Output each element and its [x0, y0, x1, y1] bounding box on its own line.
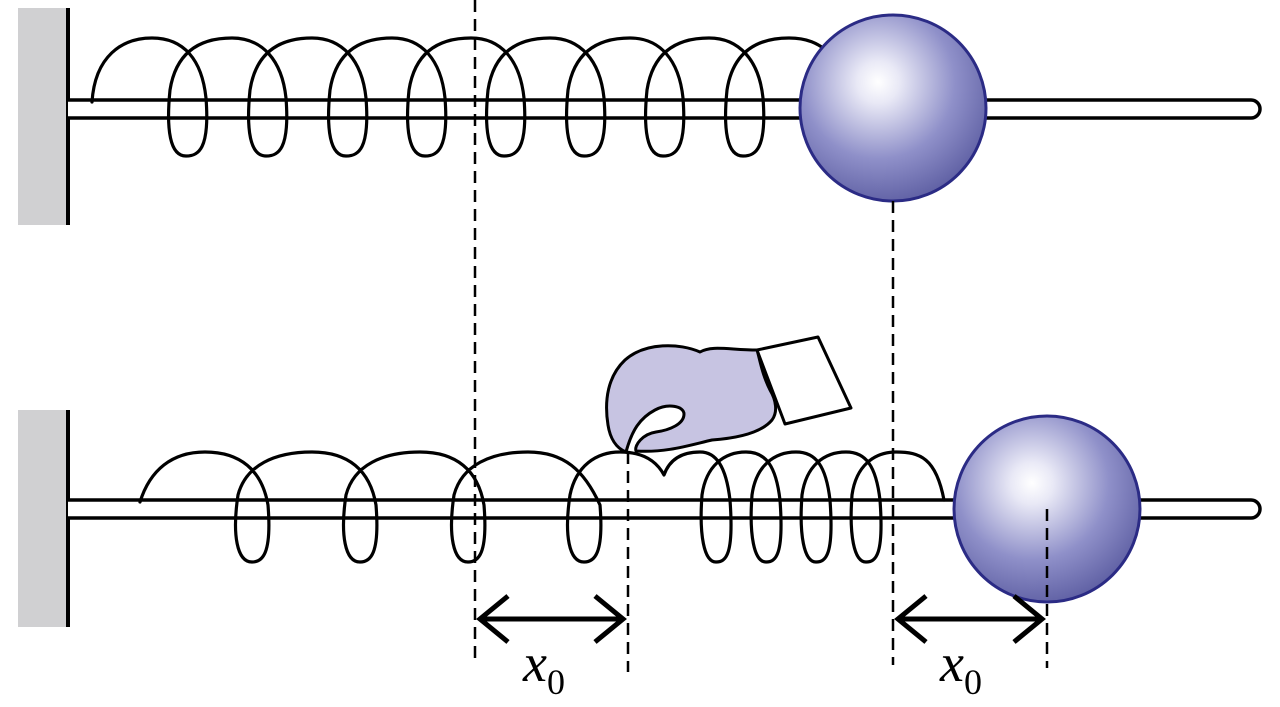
- dimension-right: x0: [894, 594, 1046, 702]
- hand-icon: [605, 335, 853, 454]
- label-x0-right: x0: [939, 633, 982, 702]
- top-wall: [18, 8, 68, 225]
- top-rod: [68, 98, 1262, 120]
- top-panel: [18, 8, 1262, 225]
- top-ball: [798, 13, 988, 203]
- label-x0-left: x0: [522, 633, 565, 702]
- bottom-wall: [18, 410, 68, 627]
- dimension-left: x0: [476, 594, 627, 702]
- arrow-left-head-left: [476, 594, 510, 644]
- arrow-left-head-right: [593, 594, 627, 644]
- guide-lines: [473, 0, 1049, 672]
- arrow-right-head-left: [894, 594, 928, 644]
- arrow-right-head-right: [1012, 594, 1046, 644]
- bottom-panel: [18, 335, 1262, 627]
- hand-glove: [605, 344, 778, 454]
- bottom-spring: [138, 450, 946, 564]
- top-spring: [90, 36, 828, 158]
